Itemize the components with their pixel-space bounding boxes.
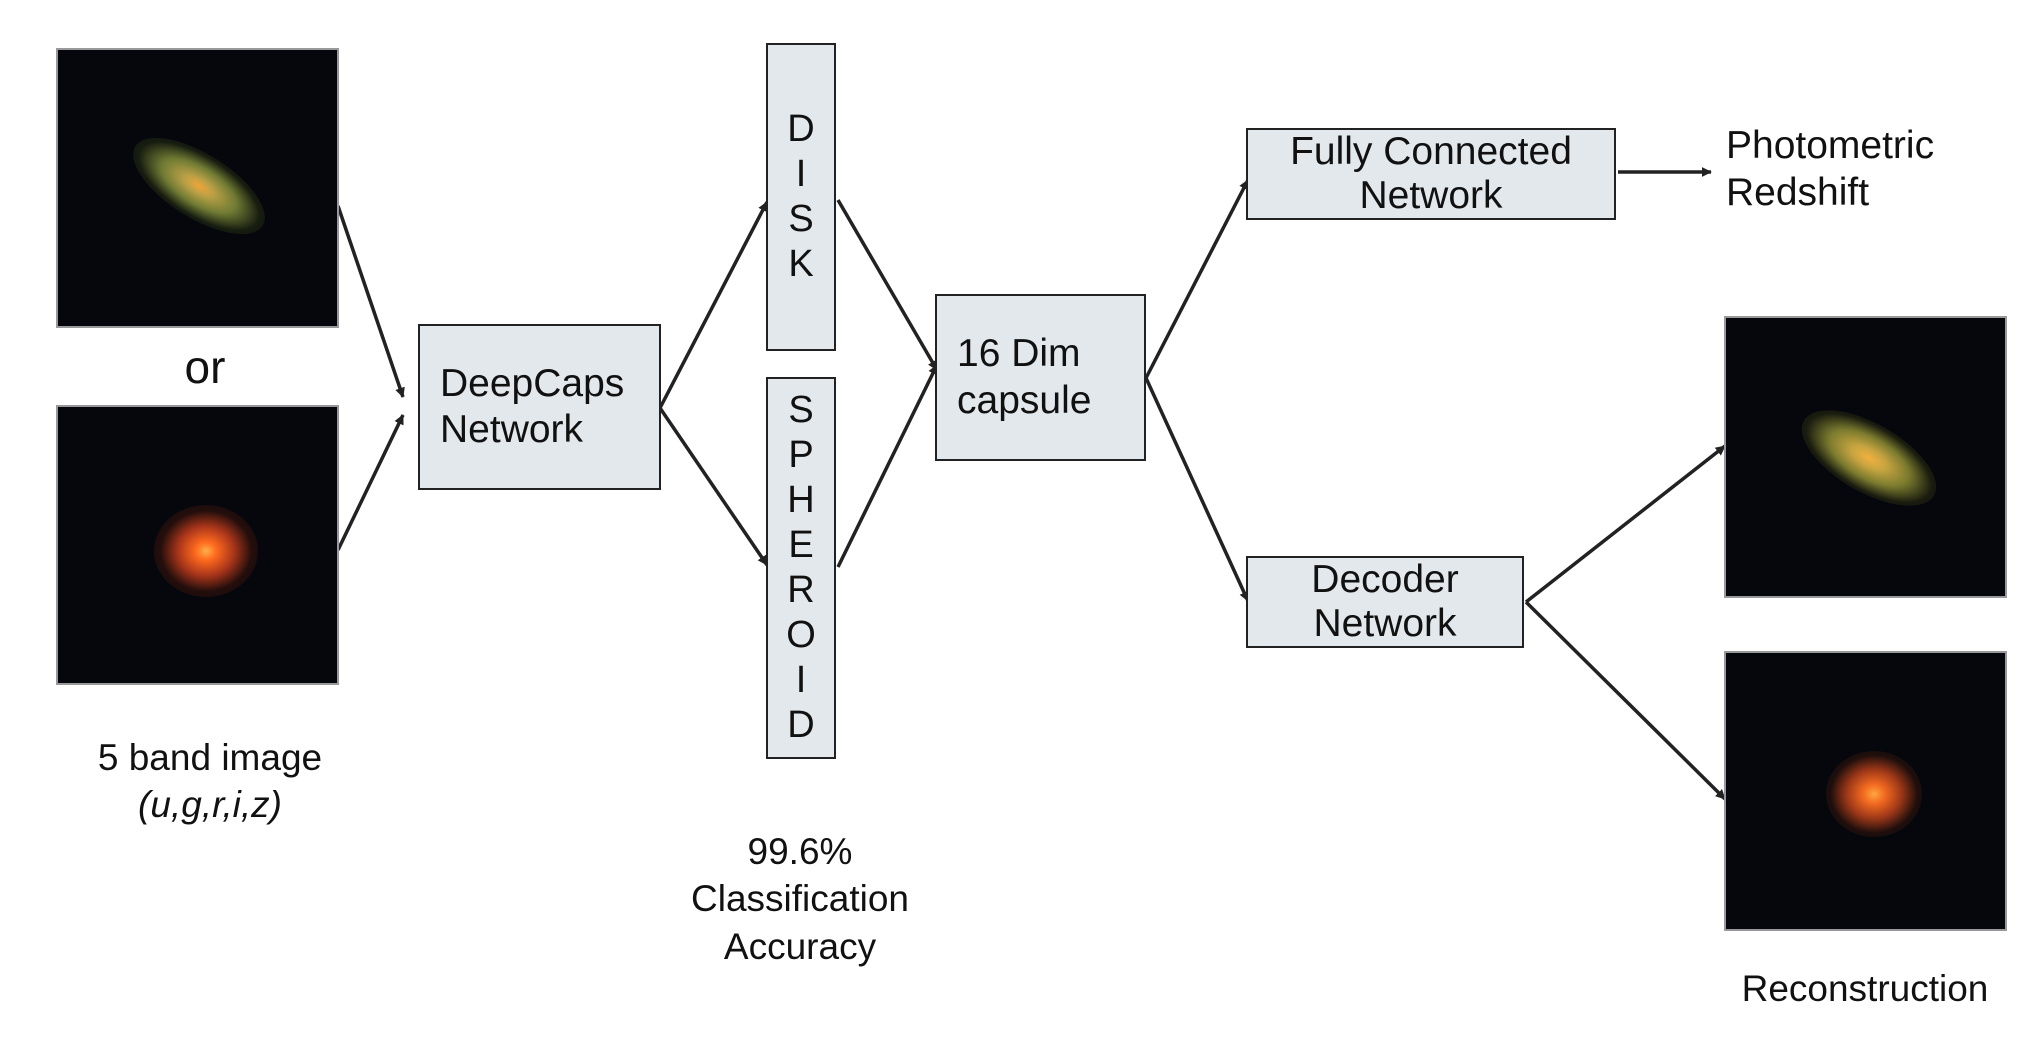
redshift-line2: Redshift bbox=[1726, 170, 1870, 214]
input-caption-bands: (u,g,r,i,z) bbox=[138, 784, 282, 826]
photometric-redshift-label: Photometric Redshift bbox=[1726, 123, 1976, 217]
reconstruction-label: Reconstruction bbox=[1700, 965, 2030, 1012]
decoder-label-line1: Decoder bbox=[1311, 558, 1459, 602]
arrow-decoder-to-disk-reconstruction bbox=[1524, 444, 1727, 604]
deepcaps-label-line2: Network bbox=[440, 408, 584, 451]
deepcaps-label-line1: DeepCaps bbox=[440, 361, 625, 405]
disk-class-box: D I S K bbox=[766, 43, 836, 351]
spheroid-class-box: S P H E R O I D bbox=[766, 377, 836, 759]
fully-connected-network-box: Fully Connected Network bbox=[1246, 128, 1616, 220]
spheroid-class-label: S P H E R O I D bbox=[786, 388, 816, 748]
deepcaps-network-box: DeepCaps Network bbox=[418, 324, 661, 490]
arrow-spheroid-image-to-deepcaps bbox=[336, 414, 405, 551]
disk-class-label: D I S K bbox=[787, 107, 814, 287]
disk-letter: D bbox=[787, 108, 815, 150]
spheroid-letter: I bbox=[795, 659, 807, 701]
arrow-capsule-to-fcn bbox=[1144, 179, 1250, 379]
disk-letter: S bbox=[788, 198, 814, 240]
accuracy-value: 99.6% bbox=[747, 831, 853, 872]
or-label: or bbox=[184, 341, 226, 393]
accuracy-line2: Classification bbox=[691, 878, 909, 920]
disk-letter: K bbox=[788, 243, 814, 285]
disk-galaxy-reconstruction-image bbox=[1724, 316, 2007, 598]
spheroid-galaxy-glow bbox=[154, 505, 258, 597]
spheroid-letter: D bbox=[787, 704, 815, 746]
redshift-line1: Photometric bbox=[1726, 124, 1935, 167]
arrow-spheroid-to-capsule bbox=[836, 364, 939, 568]
spheroid-letter: E bbox=[788, 524, 814, 566]
capsule-label-line1: 16 Dim bbox=[957, 332, 1081, 376]
accuracy-line3: Accuracy bbox=[723, 925, 877, 967]
spheroid-letter: R bbox=[787, 569, 815, 611]
fcn-label-line1: Fully Connected bbox=[1290, 130, 1572, 174]
arrow-disk-image-to-deepcaps bbox=[336, 205, 405, 398]
capsule-label-line2: capsule bbox=[957, 378, 1092, 422]
reconstructed-disk-glow bbox=[1787, 391, 1951, 525]
spheroid-letter: H bbox=[787, 479, 815, 521]
classification-accuracy-label: 99.6% Classification Accuracy bbox=[660, 828, 940, 970]
spheroid-letter: P bbox=[788, 434, 814, 476]
spheroid-letter: O bbox=[786, 614, 816, 656]
reconstruction-label-text: Reconstruction bbox=[1741, 968, 1989, 1009]
decoder-network-box: Decoder Network bbox=[1246, 556, 1524, 648]
decoder-label-line2: Network bbox=[1313, 602, 1457, 645]
disk-letter: I bbox=[795, 153, 807, 195]
spheroid-galaxy-input-image bbox=[56, 405, 339, 685]
arrow-decoder-to-spheroid-reconstruction bbox=[1524, 600, 1727, 801]
arrow-deepcaps-to-spheroid bbox=[658, 407, 769, 566]
fcn-label-line2: Network bbox=[1359, 174, 1503, 217]
disk-galaxy-glow bbox=[118, 119, 280, 253]
arrow-deepcaps-to-disk bbox=[658, 201, 769, 409]
arrow-disk-to-capsule bbox=[836, 199, 939, 371]
spheroid-letter: S bbox=[788, 389, 814, 431]
input-caption: 5 band image (u,g,r,i,z) bbox=[60, 734, 360, 829]
disk-galaxy-input-image bbox=[56, 48, 339, 328]
arrow-capsule-to-decoder bbox=[1144, 377, 1250, 602]
input-caption-title: 5 band image bbox=[97, 737, 323, 778]
spheroid-galaxy-reconstruction-image bbox=[1724, 651, 2007, 931]
capsule-box: 16 Dim capsule bbox=[935, 294, 1146, 461]
reconstructed-spheroid-glow bbox=[1826, 751, 1922, 837]
